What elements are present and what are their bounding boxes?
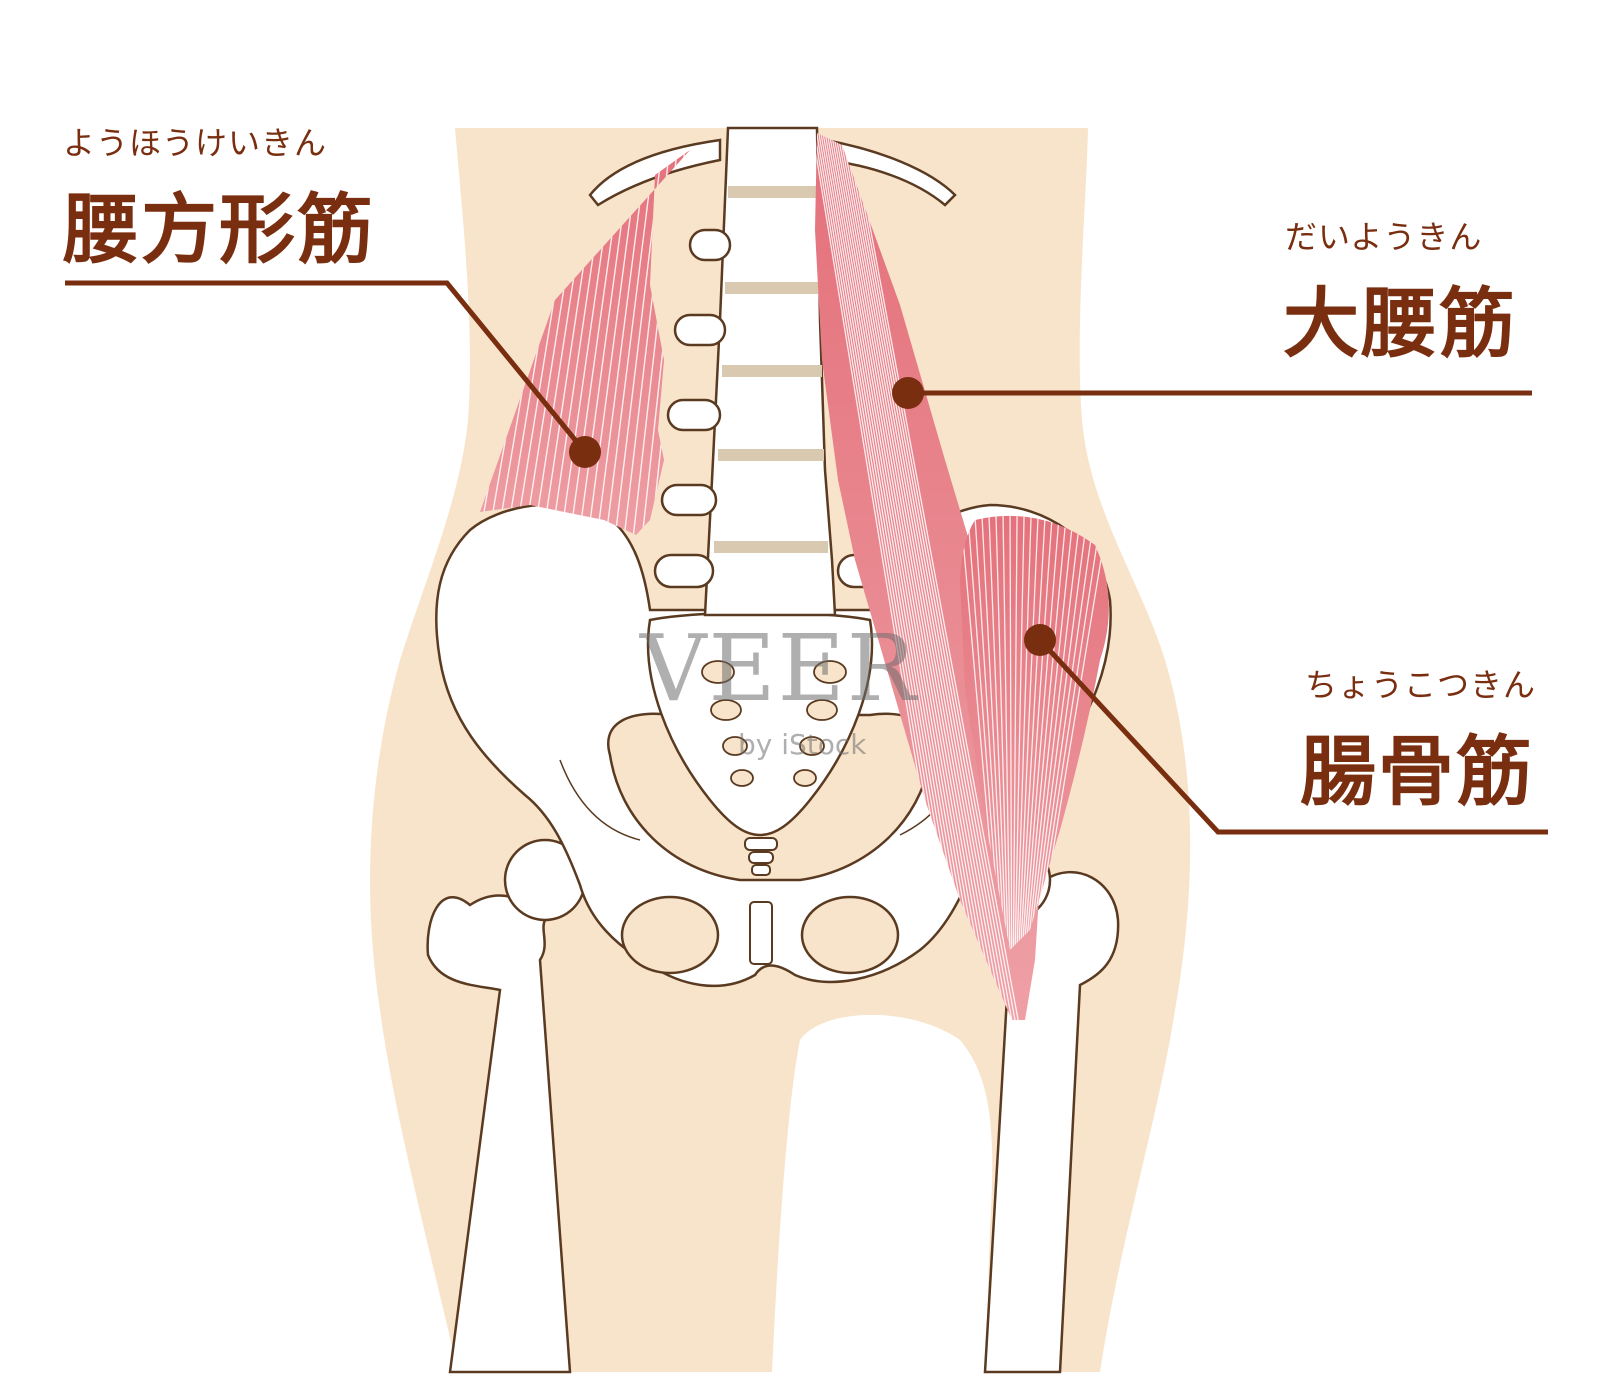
leader-dots: [569, 377, 1056, 656]
iliacus-leader: [1038, 638, 1548, 835]
psoas-major-reading: だいようきん: [1285, 218, 1483, 256]
muscle-fiber: [1002, 515, 1011, 950]
quadratus-lumborum-label: 腰方形筋: [63, 185, 375, 274]
muscle-fiber: [995, 515, 1009, 950]
iliacus-label: 腸骨筋: [1300, 727, 1534, 816]
sacral-foramen: [813, 660, 847, 684]
quadratus-lumborum-dot: [569, 436, 601, 468]
psoas-major-label: 大腰筋: [1283, 279, 1517, 368]
muscle-fiber: [847, 133, 1015, 1020]
muscle-fiber: [1027, 515, 1083, 950]
left-obturator-foramen: [800, 895, 900, 975]
sacral-foramen: [730, 769, 754, 787]
coccyx: [744, 837, 778, 876]
iliacus-reading: ちょうこつきん: [1305, 666, 1537, 704]
muscle-fiber: [605, 150, 655, 535]
muscle-fiber: [987, 515, 1008, 950]
intervertebral-discs: [714, 186, 828, 553]
muscle-fiber: [1026, 515, 1075, 950]
ischial-line: [559, 759, 641, 841]
psoas-major-dot: [892, 377, 924, 409]
sacral-foramen: [799, 736, 825, 756]
right-rib: [588, 138, 722, 207]
muscle-fiber: [842, 133, 1009, 1020]
muscle-fiber: [840, 133, 1005, 1020]
watermark-main: VEER: [640, 615, 919, 722]
muscle-fiber: [1014, 515, 1025, 950]
muscle-fiber: [832, 133, 993, 1020]
quadratus-lumborum-reading: ようほうけいきん: [63, 124, 328, 162]
sacral-foramen: [722, 736, 748, 756]
sacral-foramen: [710, 699, 742, 721]
muscle-fiber: [849, 133, 1018, 1020]
muscle-fiber: [836, 133, 999, 1020]
muscle-fiber: [1009, 515, 1013, 950]
muscle-fiber: [1019, 515, 1047, 950]
muscle-fiber: [595, 150, 648, 535]
muscle-fiber: [1029, 515, 1090, 950]
pubic-symphysis: [749, 901, 773, 965]
muscle-fiber: [830, 133, 990, 1020]
sacral-foramen: [793, 769, 817, 787]
muscle-fiber: [980, 515, 1006, 950]
muscle-fiber: [1017, 515, 1040, 950]
sacral-foramen: [701, 660, 735, 684]
sacral-foramen: [806, 699, 838, 721]
muscle-fiber: [828, 133, 986, 1020]
muscle-fiber: [1024, 515, 1068, 950]
muscle-fiber: [1012, 515, 1018, 950]
muscle-fiber: [1021, 515, 1054, 950]
iliacus-dot: [1024, 624, 1056, 656]
muscle-fiber: [845, 133, 1012, 1020]
muscle-fiber: [1016, 515, 1033, 950]
left-rib: [823, 138, 957, 207]
muscle-fiber: [1031, 515, 1097, 950]
watermark-sub: by iStock: [738, 728, 867, 761]
quadratus-lumborum-leader: [65, 280, 587, 454]
muscle-fiber: [1022, 515, 1061, 950]
muscle-fiber: [973, 515, 1004, 950]
muscle-fiber: [826, 133, 983, 1020]
muscle-fiber: [838, 133, 1002, 1020]
muscle-fiber: [834, 133, 996, 1020]
muscle-fiber: [823, 133, 980, 1020]
muscle-fiber: [851, 133, 1021, 1020]
leader-lines: [65, 280, 1548, 835]
right-obturator-foramen: [620, 895, 720, 975]
